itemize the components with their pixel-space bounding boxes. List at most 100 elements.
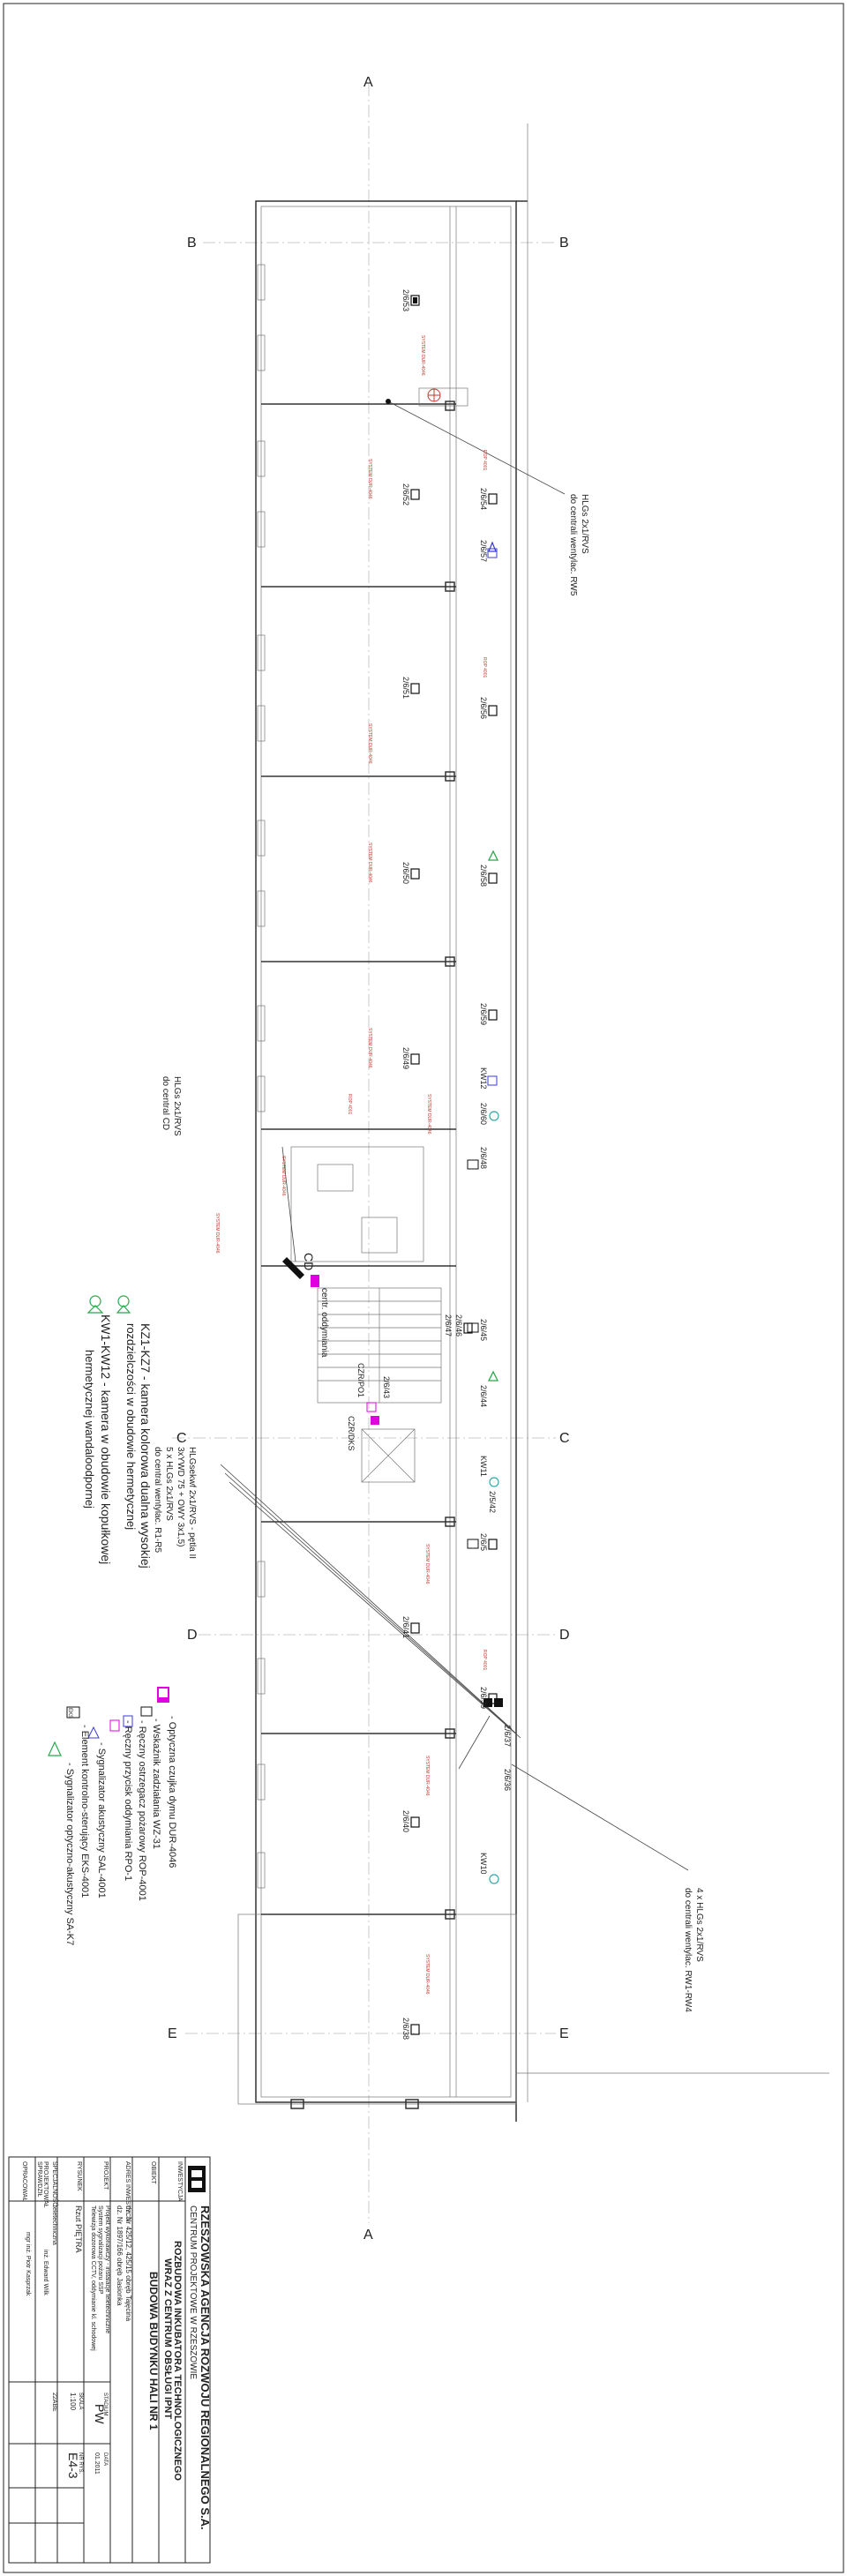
designer-label: PROJEKTOWAŁ <box>42 2161 49 2208</box>
company-logo <box>188 2166 206 2192</box>
addr-line-2: dz. Nr 1897/166 obręb Jasionka <box>116 2205 124 2306</box>
proj-line-1: Projekt wykonawczy - instalacje teletech… <box>104 2205 110 2333</box>
legend-item-3: - Ręczny ostrzegacz pożarowy ROP-4001 <box>137 1720 147 1901</box>
axis-e-right: E <box>559 2026 569 2041</box>
checker-label: SPRAWDZIŁ <box>36 2161 42 2198</box>
svg-text:SYSTEM DUR-4046: SYSTEM DUR-4046 <box>424 1954 430 1995</box>
callout-r1-r5: HLGsekwf 2x1/RVS - pętla II 3xYWD 75 + O… <box>153 1447 197 1559</box>
inv-label: INWESTYCJA <box>176 2161 183 2201</box>
svg-text:2/6/58: 2/6/58 <box>479 865 488 887</box>
legend-cameras-l3: KW1-KW12 - kamera w obudowie kopułkowej <box>99 1314 113 1564</box>
legend-cameras-l2: rozdzielczości w obudowie hermetycznej <box>124 1323 138 1530</box>
legend-symbols <box>48 1687 169 1756</box>
legend: KZ1-KZ7 - kamera kolorowa dualna wysokie… <box>48 1295 177 1945</box>
svg-text:2/6/38: 2/6/38 <box>401 2018 410 2040</box>
svg-text:2/6/43: 2/6/43 <box>382 1376 391 1398</box>
addr-label: ADRES INWESTYCJI <box>124 2161 131 2222</box>
axis-a-bottom: A <box>364 2228 373 2243</box>
svg-text:ROP 4001: ROP 4001 <box>347 1094 352 1114</box>
scale-value: 1:100 <box>69 2393 77 2411</box>
leader-lines <box>220 399 689 1871</box>
svg-text:2/5/42: 2/5/42 <box>488 1491 497 1513</box>
svg-text:ROP 4001: ROP 4001 <box>482 450 487 470</box>
spec-value: teletechniczna <box>51 2205 57 2245</box>
axis-b-right: B <box>559 236 569 251</box>
svg-text:2/6/37: 2/6/37 <box>503 1725 512 1747</box>
drafter-label: OPRACOWAŁ <box>21 2161 27 2201</box>
svg-text:4 x HLGs 2x1/RVS: 4 x HLGs 2x1/RVS <box>694 1888 704 1962</box>
axis-c-right: C <box>559 1431 570 1446</box>
svg-text:2/6/56: 2/6/56 <box>479 697 488 719</box>
svg-text:2/6/50: 2/6/50 <box>401 862 410 884</box>
svg-text:HLGs 2x1/RVS: HLGs 2x1/RVS <box>172 1076 182 1136</box>
axis-d-right: D <box>559 1628 570 1643</box>
red-notes: SYSTEM DUR-4046 SYSTEM DUR-4046 ROP 4001… <box>214 335 487 1995</box>
addr-line-1: dz. Nr 425/12, 425/15 obręb Tajęcina <box>124 2205 132 2322</box>
svg-text:2/6/47: 2/6/47 <box>444 1314 453 1337</box>
svg-text:do central wentylac. R1-R5: do central wentylac. R1-R5 <box>153 1447 162 1553</box>
svg-text:2/6/52: 2/6/52 <box>401 483 410 505</box>
svg-text:2/6/36: 2/6/36 <box>503 1769 512 1791</box>
company-subtitle: CENTRUM PROJEKTOWE W RZESZOWIE <box>188 2205 198 2379</box>
centr-oddymiania-label: centr. oddymiania <box>319 1288 329 1358</box>
svg-text:2/6/39: 2/6/39 <box>479 1687 488 1709</box>
svg-text:3xYWD 75 + OWY 3x1,5): 3xYWD 75 + OWY 3x1,5) <box>176 1447 185 1546</box>
proj-line-3: Telewizja dozorowa CCTV, oddymianie kl. … <box>90 2205 96 2351</box>
cd-arrow-icon <box>282 1257 304 1279</box>
callout-rw1-rw4: 4 x HLGs 2x1/RVS do centrali wentylac. R… <box>683 1888 704 2012</box>
building-walls <box>237 124 829 2122</box>
svg-text:SYSTEM DUR-4046: SYSTEM DUR-4046 <box>367 723 372 764</box>
svg-text:do centrali wentylac. RW5: do centrali wentylac. RW5 <box>568 494 578 596</box>
spec-label: SPECJALNOŚĆ <box>51 2161 59 2206</box>
svg-text:centr. oddymiania: centr. oddymiania <box>319 1288 329 1358</box>
svg-text:SYSTEM DUR-4046: SYSTEM DUR-4046 <box>424 1756 430 1796</box>
legend-eks-label: EKS <box>67 1708 72 1719</box>
legend-camera-icons <box>86 1295 131 1314</box>
date-value: 01.2011 <box>94 2452 100 2475</box>
legend-item-6: - Element kontrolno-sterujący EKS-4001 <box>79 1725 90 1898</box>
legend-item-2: - Wskaźnik zadziałania WZ-31 <box>151 1719 161 1849</box>
svg-text:SYSTEM DUR-4046: SYSTEM DUR-4046 <box>426 1094 431 1134</box>
svg-text:SYSTEM DUR-4046: SYSTEM DUR-4046 <box>424 1544 430 1584</box>
date-label: DATA <box>102 2452 108 2466</box>
svg-text:2/6/51: 2/6/51 <box>401 677 410 699</box>
svg-text:2/6/44: 2/6/44 <box>479 1385 488 1407</box>
legend-cameras-l4: hermetycznej wandaloodpornej <box>83 1350 96 1509</box>
obj-value: BUDOWA BUDYNKU HALI NR 1 <box>147 2272 160 2430</box>
svg-text:2/6/59: 2/6/59 <box>479 1003 488 1025</box>
code-value: 22ABE <box>51 2393 57 2412</box>
svg-text:2/6/53: 2/6/53 <box>401 289 410 311</box>
no-label: NR RYS. <box>78 2452 83 2475</box>
sheet-label: RYSUNEK <box>76 2161 82 2191</box>
legend-item-7: - Sygnalizator optyczno-akustyczny SA-K7 <box>64 1763 75 1945</box>
svg-text:SYSTEM DUR-4046: SYSTEM DUR-4046 <box>367 842 372 883</box>
scale-label: SKALA <box>78 2393 83 2409</box>
svg-text:CZR/DKS: CZR/DKS <box>347 1416 356 1451</box>
axis-e-left: E <box>168 2026 177 2041</box>
svg-text:ROP 4001: ROP 4001 <box>482 1650 487 1670</box>
svg-text:2/6/45: 2/6/45 <box>479 1319 488 1341</box>
svg-text:KW10: KW10 <box>479 1853 488 1875</box>
designer-value: inż. Edward Wilk <box>42 2250 49 2295</box>
company-name: RZESZOWSKA AGENCJA ROZWOJU REGIONALNEGO … <box>199 2205 212 2530</box>
cd-panel-icon <box>311 1275 319 1287</box>
proj-label: PROJEKT <box>102 2161 109 2190</box>
axis-a-top: A <box>364 75 373 90</box>
svg-text:HLGsekwf 2x1/RVS - pętla II: HLGsekwf 2x1/RVS - pętla II <box>187 1447 197 1559</box>
svg-text:do central CD: do central CD <box>161 1076 170 1130</box>
svg-text:do centrali wentylac. RW1-RW4: do centrali wentylac. RW1-RW4 <box>683 1888 693 2012</box>
callout-rw5: HLGs 2x1/RVS do centrali wentylac. RW5 <box>568 494 589 596</box>
axis-c-left: C <box>176 1431 187 1446</box>
svg-text:HLGs 2x1/RVS: HLGs 2x1/RVS <box>580 494 589 554</box>
svg-text:2/6/54: 2/6/54 <box>479 488 488 510</box>
title-block: RZESZOWSKA AGENCJA ROZWOJU REGIONALNEGO … <box>8 2156 212 2564</box>
svg-text:5 x HLGs 2x1/RVS: 5 x HLGs 2x1/RVS <box>164 1447 174 1521</box>
svg-text:SYSTEM DUR-4046: SYSTEM DUR-4046 <box>367 1028 372 1068</box>
cd-label: CD <box>302 1253 316 1270</box>
svg-text:CZR/PO1: CZR/PO1 <box>356 1363 365 1397</box>
svg-text:SYSTEM DUR-4046: SYSTEM DUR-4046 <box>420 335 425 376</box>
obj-label: OBIEKT <box>150 2161 156 2184</box>
grid-axes: A A B B C C D D E E <box>168 75 570 2243</box>
axis-d-left: D <box>187 1628 198 1643</box>
